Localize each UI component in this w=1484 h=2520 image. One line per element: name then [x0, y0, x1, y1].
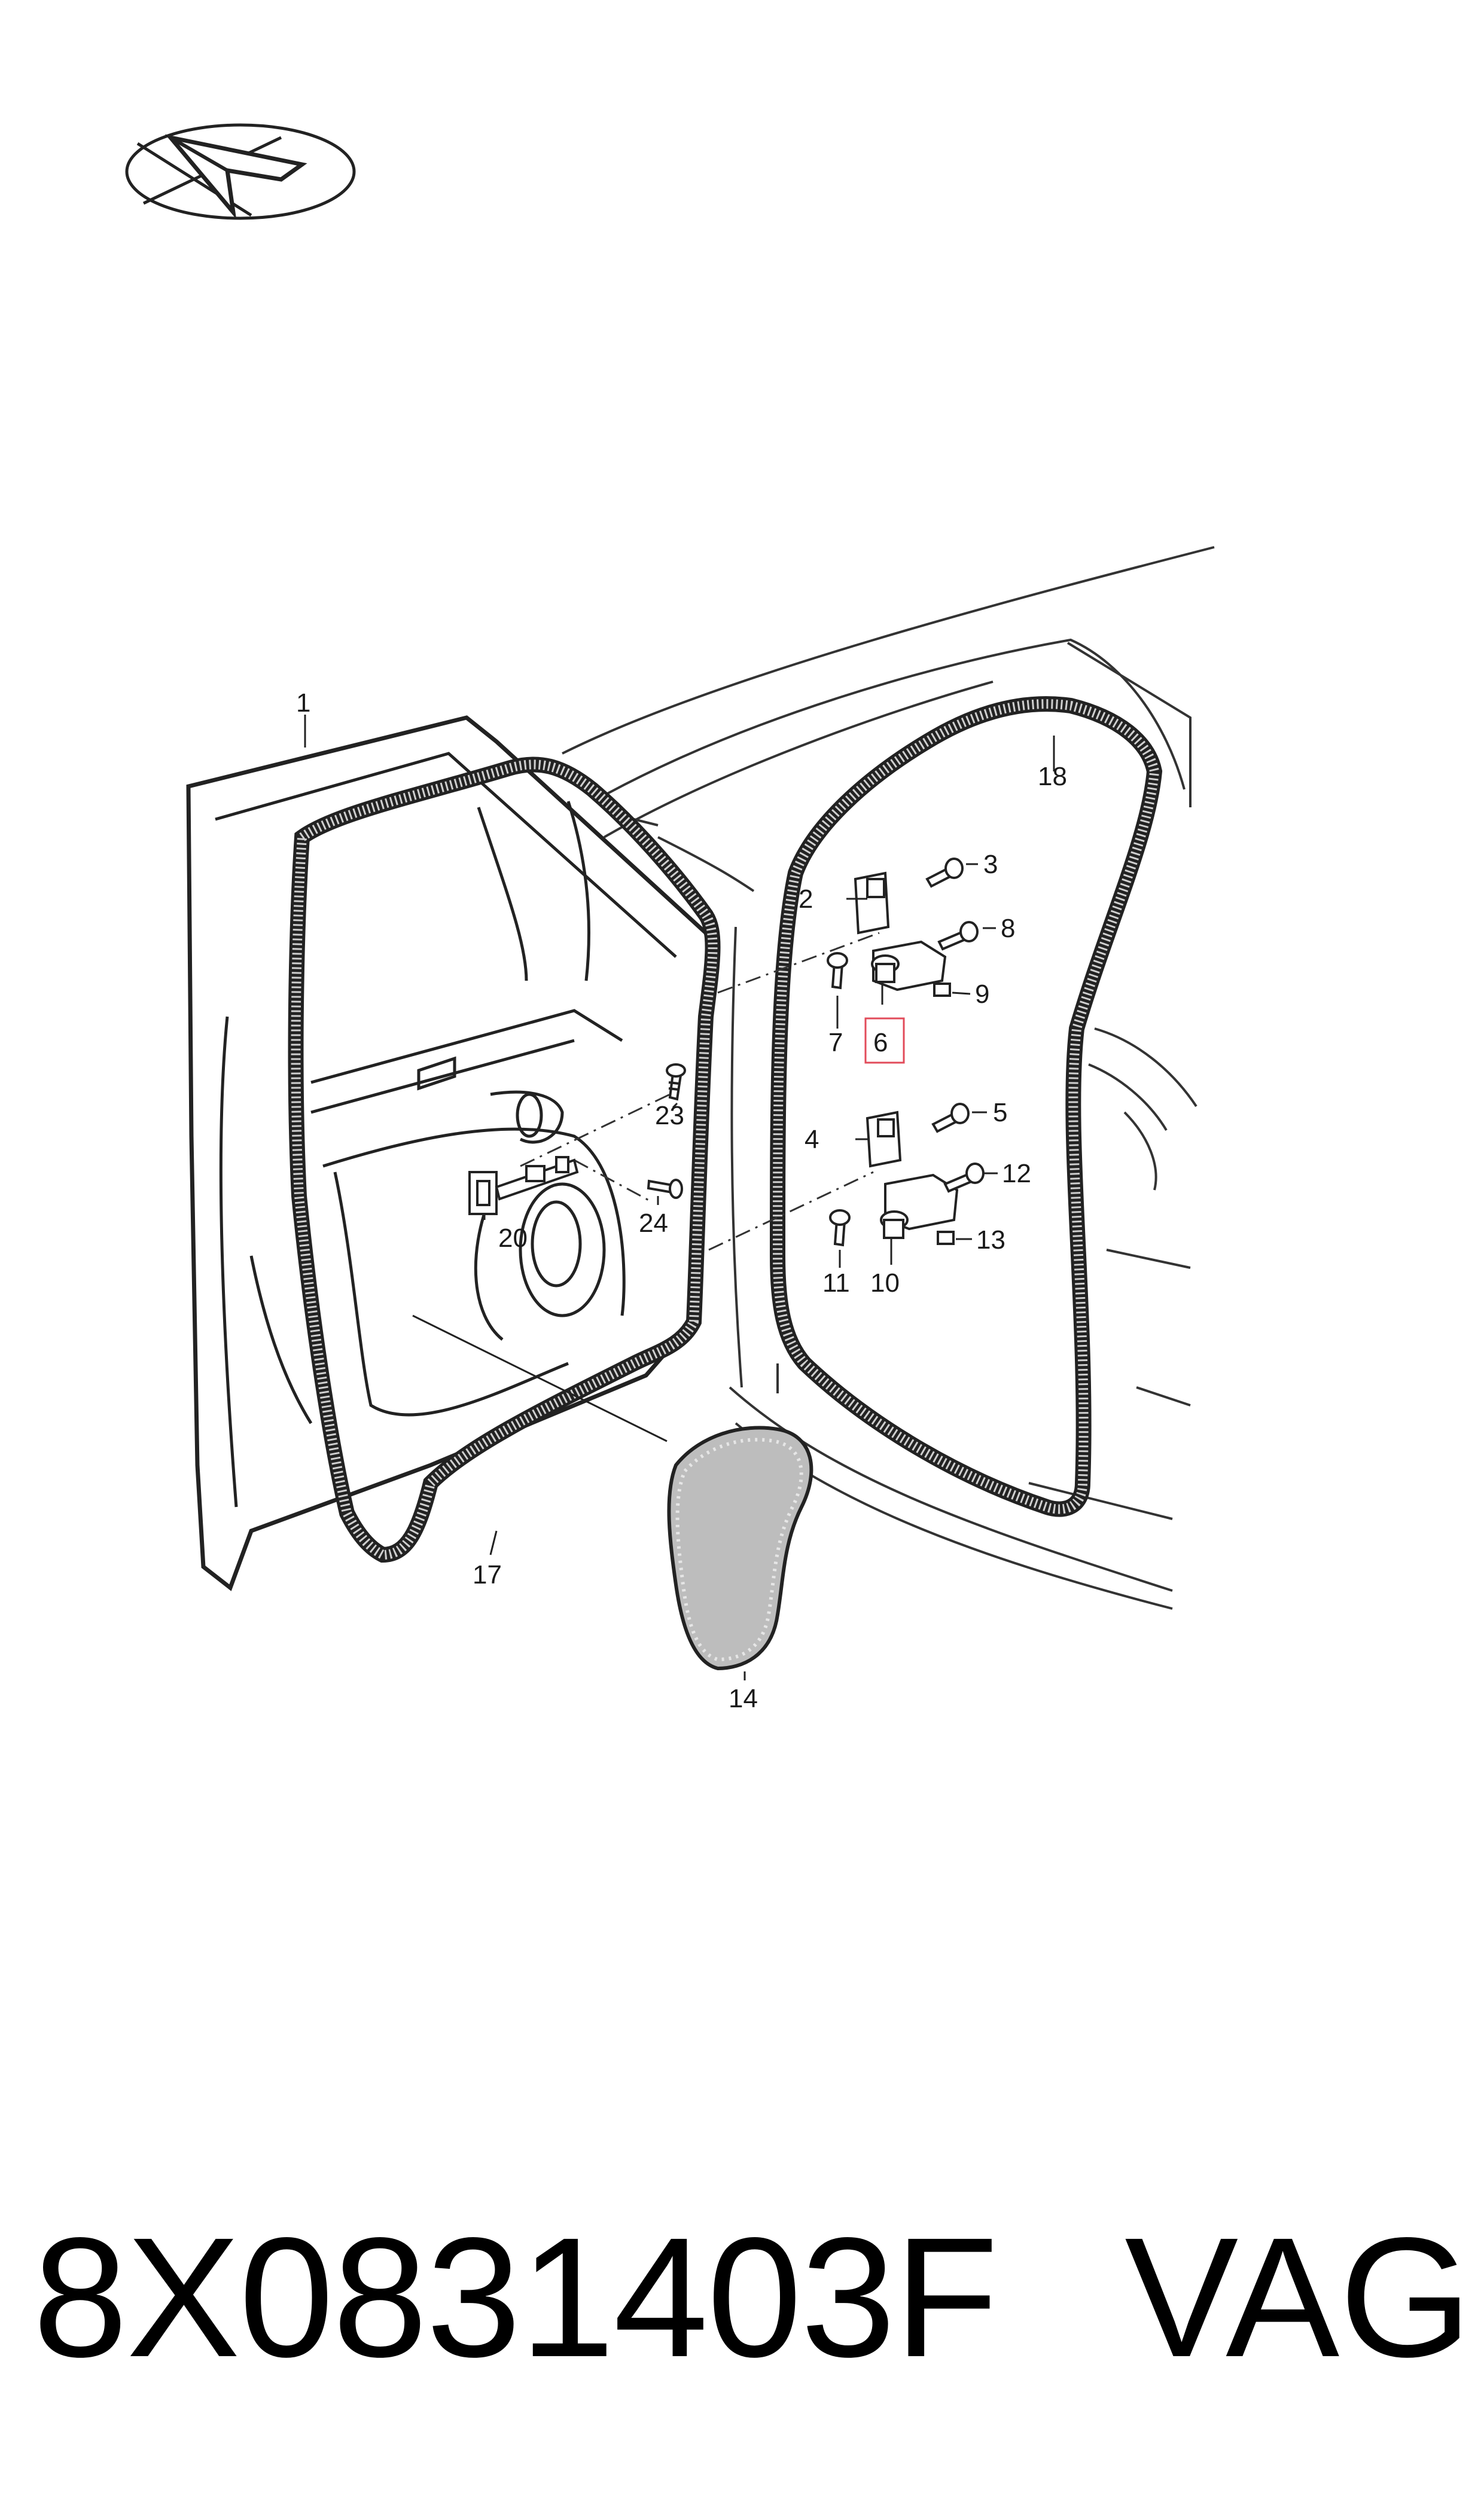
door-seal-texture — [291, 759, 718, 1560]
callout-18: 18 — [1038, 762, 1067, 791]
callout-12: 12 — [1002, 1159, 1031, 1188]
part-number: 8X0831403F — [33, 2202, 998, 2393]
callout-6-highlight — [864, 1017, 905, 1064]
body-door-seal-texture — [772, 699, 1160, 1514]
callout-13: 13 — [976, 1225, 1005, 1255]
leader-lines — [304, 715, 1055, 1680]
door-check-strap — [468, 1156, 579, 1215]
callout-3: 3 — [983, 850, 998, 879]
lower-hinge-assembly — [829, 1103, 985, 1247]
callout-9: 9 — [975, 980, 989, 1009]
callout-10: 10 — [870, 1268, 900, 1298]
brand-label: VAG — [1125, 2202, 1472, 2393]
callout-14: 14 — [729, 1684, 758, 1713]
callout-17: 17 — [473, 1560, 502, 1590]
callout-8: 8 — [1001, 914, 1015, 943]
bolt-23-icon — [666, 1063, 686, 1101]
callout-24: 24 — [639, 1209, 668, 1238]
alignment-lines — [520, 932, 880, 1251]
bolt-24-icon — [647, 1179, 683, 1199]
callout-7: 7 — [828, 1028, 843, 1057]
paper-plane-logo-icon — [125, 123, 356, 220]
callout-6: 6 — [873, 1028, 888, 1057]
car-body-outline — [562, 546, 1215, 1610]
callout-5: 5 — [993, 1098, 1007, 1127]
callout-1: 1 — [296, 688, 310, 718]
callout-23: 23 — [655, 1101, 684, 1130]
footer: 8X0831403F VAG — [0, 2213, 1484, 2500]
callout-11: 11 — [822, 1268, 850, 1298]
callout-20: 20 — [498, 1224, 528, 1253]
callouts: 1 2 3 4 5 6 7 8 9 10 11 12 13 14 17 18 2… — [296, 688, 1067, 1713]
upper-hinge-assembly — [827, 858, 979, 997]
insulation-pad — [667, 1426, 813, 1671]
callout-4: 4 — [805, 1125, 819, 1154]
callout-2: 2 — [799, 884, 813, 914]
